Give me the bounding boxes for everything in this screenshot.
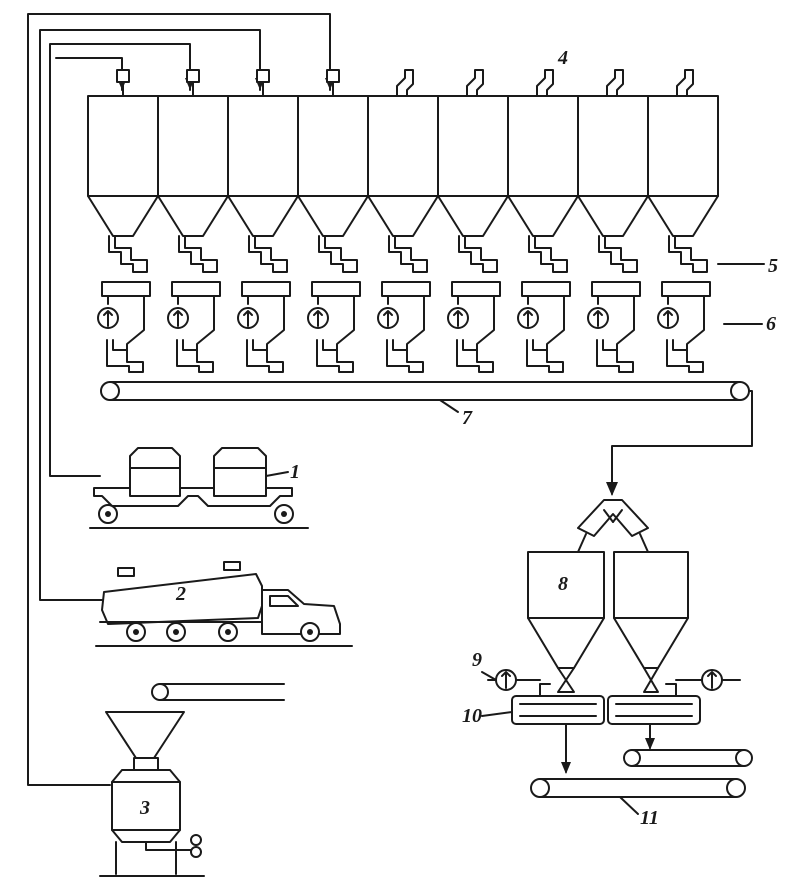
feeder-outlet bbox=[246, 339, 284, 373]
feeder-body bbox=[247, 295, 285, 351]
gauge-needle bbox=[103, 310, 113, 327]
discharge-chute bbox=[248, 235, 288, 273]
feeder-hopper bbox=[451, 281, 501, 297]
silo bbox=[157, 69, 229, 273]
feeder-hopper bbox=[591, 281, 641, 297]
gauge-needle bbox=[663, 310, 673, 327]
silo bbox=[227, 69, 299, 273]
dosing-feeder bbox=[237, 281, 291, 373]
feeder-hopper bbox=[381, 281, 431, 297]
discharge-chute bbox=[458, 235, 498, 273]
aeration-device-icon bbox=[396, 69, 414, 97]
feeder-hopper bbox=[101, 281, 151, 297]
discharge-chute bbox=[598, 235, 638, 273]
silo bbox=[87, 69, 159, 273]
discharge-chute bbox=[108, 235, 148, 273]
feeder-outlet bbox=[176, 339, 214, 373]
gauge-needle bbox=[243, 310, 253, 327]
aeration-device-icon bbox=[606, 69, 624, 97]
feeder-hopper bbox=[171, 281, 221, 297]
discharge-chute bbox=[318, 235, 358, 273]
diverter-and-bins bbox=[527, 499, 689, 693]
silo bbox=[437, 69, 509, 273]
cement-tanker-truck bbox=[95, 561, 353, 647]
label-loader-row: 4 bbox=[558, 47, 568, 69]
feeder-row bbox=[97, 281, 711, 373]
collecting-conveyor bbox=[100, 381, 753, 496]
dosing-feeder bbox=[447, 281, 501, 373]
gauge-needle bbox=[383, 310, 393, 327]
feeder-outlet bbox=[106, 339, 144, 373]
feeder-outlet bbox=[596, 339, 634, 373]
discharge-chute bbox=[388, 235, 428, 273]
label-conveyor: 7 bbox=[462, 407, 472, 429]
label-doser: 10 bbox=[462, 705, 482, 727]
aeration-device-icon bbox=[676, 69, 694, 97]
feeder-outlet bbox=[456, 339, 494, 373]
label-pump: 3 bbox=[140, 797, 150, 819]
label-feeder: 6 bbox=[766, 313, 776, 335]
feeder-body bbox=[177, 295, 215, 351]
label-bin: 8 bbox=[558, 573, 568, 595]
feeder-body bbox=[597, 295, 635, 351]
weighing-dosers bbox=[487, 669, 741, 774]
dosing-feeder bbox=[657, 281, 711, 373]
silo bbox=[507, 69, 579, 273]
silo-row bbox=[87, 69, 719, 273]
feeder-outlet bbox=[386, 339, 424, 373]
feeder-outlet bbox=[666, 339, 704, 373]
dosing-feeder bbox=[587, 281, 641, 373]
gauge-needle bbox=[523, 310, 533, 327]
gauge-needle bbox=[313, 310, 323, 327]
feeder-body bbox=[317, 295, 355, 351]
feeder-body bbox=[527, 295, 565, 351]
feeder-hopper bbox=[311, 281, 361, 297]
output-conveyors bbox=[530, 749, 753, 798]
gauge-needle bbox=[593, 310, 603, 327]
silo bbox=[647, 69, 719, 273]
dosing-feeder bbox=[97, 281, 151, 373]
label-rail-car: 1 bbox=[290, 461, 300, 483]
dosing-feeder bbox=[167, 281, 221, 373]
label-output-conveyor: 11 bbox=[640, 807, 659, 829]
feeder-body bbox=[387, 295, 425, 351]
silo bbox=[297, 69, 369, 273]
label-tanker: 2 bbox=[176, 583, 186, 605]
gauge-needle bbox=[173, 310, 183, 327]
aeration-device-icon bbox=[466, 69, 484, 97]
feeder-body bbox=[667, 295, 705, 351]
supply-lines bbox=[27, 13, 335, 786]
discharge-chute bbox=[668, 235, 708, 273]
dosing-feeder bbox=[517, 281, 571, 373]
gauge-needle bbox=[453, 310, 463, 327]
label-chute: 5 bbox=[768, 255, 778, 277]
feeder-outlet bbox=[526, 339, 564, 373]
feeder-body bbox=[457, 295, 495, 351]
label-gauge: 9 bbox=[472, 649, 482, 671]
feeder-hopper bbox=[521, 281, 571, 297]
dosing-feeder bbox=[377, 281, 431, 373]
feeder-body bbox=[107, 295, 145, 351]
aeration-device-icon bbox=[536, 69, 554, 97]
feeder-hopper bbox=[241, 281, 291, 297]
discharge-chute bbox=[178, 235, 218, 273]
pneumatic-pump-unit bbox=[99, 683, 285, 877]
dosing-feeder bbox=[307, 281, 361, 373]
rail-container-car bbox=[89, 447, 309, 529]
feeder-outlet bbox=[316, 339, 354, 373]
feeder-hopper bbox=[661, 281, 711, 297]
discharge-chute bbox=[528, 235, 568, 273]
